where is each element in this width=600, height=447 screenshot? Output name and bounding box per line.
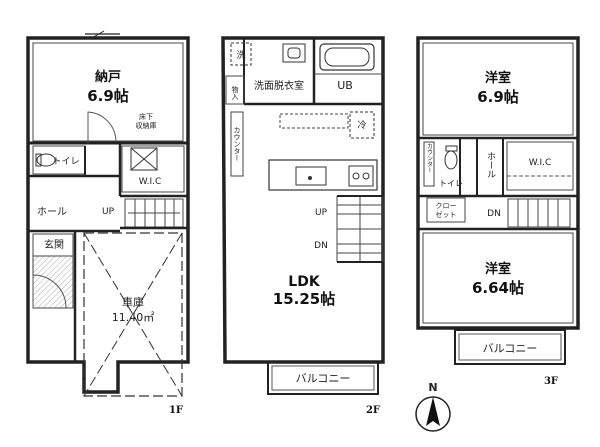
changing-room-label: 洗面脱衣室 <box>254 79 304 92</box>
entrance-label: 玄関 <box>44 238 64 251</box>
kitchen-counter <box>268 159 378 191</box>
room2-size-3f: 6.64帖 <box>472 279 524 297</box>
room2-3f <box>422 232 574 324</box>
stair-down-label-2f: DN <box>314 241 328 251</box>
floor-3: 洋室 6.9帖 カウンター トイレ ホール W.I.C クロー ゼット DN 洋… <box>416 36 580 387</box>
room1-size-3f: 6.9帖 <box>477 88 519 106</box>
underfloor-storage-cross <box>130 147 158 171</box>
stair-2f <box>336 195 384 263</box>
window <box>91 30 105 39</box>
balcony-2f <box>267 361 379 395</box>
stair-up-label: UP <box>102 207 115 217</box>
bath-label: UB <box>337 79 353 92</box>
balcony-2f-inner <box>271 365 375 391</box>
closet-2f <box>225 75 245 105</box>
toilet-tank-icon <box>445 145 458 152</box>
garage-area <box>83 232 183 397</box>
kitchen-upper-cabinet <box>279 113 349 129</box>
room1-3f <box>422 42 574 136</box>
toilet-bowl-icon <box>444 150 458 170</box>
burner-icon <box>352 172 360 180</box>
bathtub-icon <box>319 43 375 71</box>
wic-label: W.I.C <box>139 177 162 187</box>
ldk-size: 15.25帖 <box>273 290 335 308</box>
burner-icon <box>362 172 370 180</box>
stove-icon <box>348 165 374 187</box>
floor-2: 洗 洗面脱衣室 UB 物入 冷 カウンター UP DN LDK 15.25帖 バ… <box>221 36 385 416</box>
floor3-outer-wall <box>416 36 580 330</box>
toilet-tank-icon <box>35 153 42 167</box>
ldk-name: LDK <box>288 274 321 290</box>
wic-label-3f: W.I.C <box>529 158 552 168</box>
storage-room <box>32 42 184 142</box>
north-arrow-icon <box>426 397 440 426</box>
stair-3f <box>507 198 571 228</box>
sink-icon <box>282 43 306 63</box>
balcony-3f-inner <box>458 333 562 361</box>
compass: N <box>415 381 451 432</box>
floor-1: 納戸 6.9帖 床下 収納庫 トイレ W.I.C ホール UP 玄関 車庫 11… <box>26 30 190 416</box>
toilet-label: トイレ <box>52 157 79 167</box>
counter-3f <box>423 141 435 187</box>
underfloor-storage-label-2: 収納庫 <box>136 121 157 130</box>
toilet-label-3f: トイレ <box>439 179 463 188</box>
compass-north-label: N <box>428 381 437 394</box>
floor2-label: 2F <box>366 405 380 416</box>
closet-3f <box>426 197 466 223</box>
room2-name-3f: 洋室 <box>485 261 511 277</box>
basin-icon <box>287 47 301 59</box>
faucet-icon <box>308 176 312 180</box>
wic-room-3f <box>506 141 574 191</box>
door-swing <box>87 111 117 143</box>
wic-room <box>121 145 185 193</box>
stair-up-label-2f: UP <box>315 208 328 218</box>
washer-label: 洗 <box>236 49 245 61</box>
balcony-3f <box>454 329 566 365</box>
counter-label-2f: カウンター <box>233 127 241 162</box>
fridge-label: 冷 <box>357 119 366 131</box>
floor2-outer-wall <box>221 36 385 364</box>
door-swing <box>32 274 67 309</box>
closet-label-3f-2: ゼット <box>436 210 457 219</box>
floor3-label: 3F <box>544 376 558 387</box>
room1-name-3f: 洋室 <box>485 70 511 86</box>
floor1-label: 1F <box>169 405 183 416</box>
floor1-outer-wall <box>26 36 190 394</box>
kitchen-sink-icon <box>295 166 327 186</box>
stair-down-label-3f: DN <box>487 209 501 219</box>
garage-cross <box>83 232 183 397</box>
closet-label-3f-1: クロー <box>436 202 457 210</box>
counter-label-3f: カウンター <box>426 143 433 173</box>
washer-space <box>230 42 252 66</box>
underfloor-storage-label-1: 床下 <box>139 112 153 121</box>
stair-1f <box>124 198 184 228</box>
balcony-label-2f: バルコニー <box>296 372 351 385</box>
hall-label-3f: ホール <box>485 151 496 178</box>
counter-2f <box>230 111 244 177</box>
toilet-bowl-icon <box>36 153 56 167</box>
underfloor-storage <box>130 147 158 171</box>
storage-room-size: 6.9帖 <box>87 87 129 105</box>
storage-room-name: 納戸 <box>95 69 121 85</box>
fridge-space <box>349 111 375 139</box>
garage-size: 11.40㎡ <box>112 311 155 324</box>
garage-cross <box>83 232 183 397</box>
closet-label: 物入 <box>231 85 239 100</box>
garage-name: 車庫 <box>122 295 144 309</box>
bathtub-basin-icon <box>324 47 370 67</box>
hall-label: ホール <box>37 206 67 218</box>
balcony-label-3f: バルコニー <box>483 342 538 355</box>
